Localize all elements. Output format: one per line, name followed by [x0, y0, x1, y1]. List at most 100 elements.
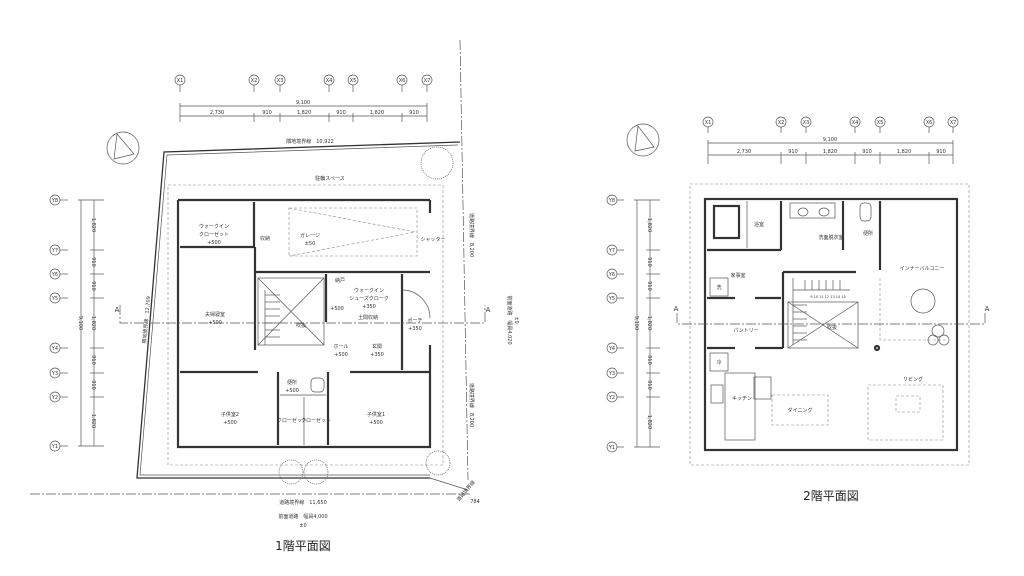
- grid-label-y4: Y4: [51, 346, 58, 352]
- grid-x-labels: X1 X2 X3 X4 X5 X6 X7: [174, 74, 433, 92]
- east-boundary-label: 道路境界線 8,200: [468, 213, 475, 257]
- dimension-x: 9,100 2,730 910 1,820 910 1,820 910: [707, 137, 954, 164]
- washbasin-icon: [789, 202, 836, 219]
- room-level: +350: [408, 326, 422, 332]
- grid-label-x2: X2: [248, 74, 260, 92]
- grid-label-y1: Y1: [51, 444, 58, 450]
- grid-label-x6: X6: [396, 74, 408, 92]
- stove-icon: [710, 384, 724, 404]
- grid-label-x3: X3: [274, 74, 286, 92]
- bicycle-space-label: 駐輪スペース: [315, 175, 344, 182]
- grid-label-y1: Y1: [608, 445, 615, 451]
- floor2-plan: X1 X2 X3 X4 X5 X6 X7 9,100 2,730 910 1,8…: [606, 116, 990, 503]
- room-level: +500: [285, 388, 299, 394]
- room-living: リビング: [903, 376, 923, 383]
- grid-label-y7: Y7: [608, 248, 615, 254]
- dim-y: 1,820: [646, 218, 652, 232]
- room-void: 吹抜: [827, 324, 837, 331]
- washer-label: 洗: [716, 284, 721, 291]
- grid-label-y2: Y2: [608, 395, 615, 401]
- room-level: ±50: [305, 241, 316, 247]
- dim-x: 2,730: [737, 149, 751, 155]
- dimension-y: 9,100 1,820 910 910 1,820 910 910 1,820: [77, 199, 104, 447]
- room-dining: ダイニング: [787, 407, 812, 414]
- kitchen-counter: [724, 372, 756, 441]
- svg-text:X3: X3: [277, 78, 284, 84]
- room-garage: ガレージ: [300, 232, 320, 239]
- room-child-1: 子供室1: [367, 411, 385, 418]
- dim-x: 910: [336, 110, 346, 116]
- room-earth-storage: 土間収納: [358, 314, 378, 321]
- grid-label-y2: Y2: [51, 395, 58, 401]
- dim-total-x: 9,100: [823, 137, 837, 143]
- room-level: +350: [362, 304, 376, 310]
- grid-label-y8: Y8: [608, 198, 615, 204]
- dim-y: 1,820: [646, 316, 652, 330]
- room-closet-storage: 納戸: [335, 277, 345, 284]
- grid-label-y6: Y6: [608, 272, 615, 278]
- walls: [176, 198, 432, 449]
- room-hall: ホール: [333, 344, 348, 350]
- fridge-icon: [709, 352, 729, 372]
- grid-label-x5: X5: [877, 120, 884, 126]
- section-mark: A: [486, 306, 491, 314]
- stair-step-numbers: 9 10 11 12 13 14 15: [810, 295, 846, 299]
- stairs: 9 10 11 12 13 14 15: [792, 278, 850, 345]
- room-level: +350: [370, 352, 384, 358]
- dim-y: 910: [90, 257, 96, 267]
- dim-y: 1,820: [646, 415, 652, 429]
- grid-label-y8: Y8: [51, 198, 58, 204]
- svg-text:X7: X7: [424, 78, 431, 84]
- dim-y: 1,820: [90, 218, 96, 232]
- dim-x: 1,820: [370, 110, 384, 116]
- grid-label-x6: X6: [926, 120, 933, 126]
- room-level: +500: [334, 352, 348, 358]
- room-level: +500: [369, 420, 383, 426]
- room-level: +500: [207, 240, 221, 246]
- grid-label-y4: Y4: [608, 346, 615, 352]
- room-inner-balcony: インナーバルコニー: [900, 266, 945, 272]
- grid-label-y3: Y3: [608, 371, 615, 377]
- dim-y: 910: [90, 355, 96, 365]
- grid-label-x4: X4: [852, 120, 859, 126]
- grid-y-labels: Y8 Y7 Y6 Y5 Y4 Y3 Y2 Y1: [606, 194, 624, 453]
- dim-total-y: 9,100: [77, 316, 83, 330]
- dim-x: 2,730: [210, 110, 224, 116]
- north-boundary-label: 隣地境界線 10,922: [286, 138, 334, 145]
- grid-label-x5: X5: [347, 74, 359, 92]
- east-boundary-label: 道路境界線 8,200: [468, 383, 475, 427]
- dim-total-x: 9,100: [296, 100, 310, 106]
- room-closet: クローゼット: [277, 417, 307, 424]
- rooms-floor1: ウォークイン クローゼット +500 収納 ガレージ ±50 シャッター 夫婦寝…: [199, 223, 446, 426]
- room-kitchen: キッチン: [732, 396, 752, 402]
- dim-x: 910: [936, 149, 946, 155]
- tree-icon: [425, 450, 451, 476]
- shutter-label: シャッター: [420, 236, 445, 243]
- balcony-table-icon: [910, 288, 936, 314]
- front-road-label: 前面道路 幅員4,000: [278, 513, 327, 520]
- grid-label-x4: X4: [323, 74, 335, 92]
- section-mark: A: [985, 305, 990, 313]
- bathtub-icon: [712, 204, 741, 240]
- dim-y: 910: [646, 281, 652, 291]
- svg-text:X6: X6: [399, 78, 406, 84]
- section-mark: A: [674, 305, 679, 313]
- site-boundary: [30, 39, 470, 495]
- east-road-label: 前面道路 幅員4,020: [506, 295, 513, 344]
- dim-x: 910: [788, 149, 798, 155]
- dimension-y: 9,100 1,820 910 910 1,820 910 910 1,820: [633, 199, 660, 448]
- stairs: [264, 290, 280, 345]
- south-boundary-label: 道路境界線 11,650: [279, 499, 327, 506]
- front-road-level: ±0: [299, 523, 306, 529]
- dim-total-y: 9,100: [633, 316, 639, 330]
- grid-label-y5: Y5: [608, 296, 615, 302]
- dim-y: 910: [646, 355, 652, 365]
- dim-y: 910: [646, 257, 652, 267]
- dimension-x: 9,100 2,730 910 1,820 910 1,820 910: [179, 100, 428, 122]
- dim-x: 1,820: [823, 149, 837, 155]
- tree-icon: [303, 459, 329, 485]
- dim-y: 1,820: [90, 414, 96, 428]
- section-line-a: A A: [115, 305, 491, 324]
- room-level: +500: [223, 420, 237, 426]
